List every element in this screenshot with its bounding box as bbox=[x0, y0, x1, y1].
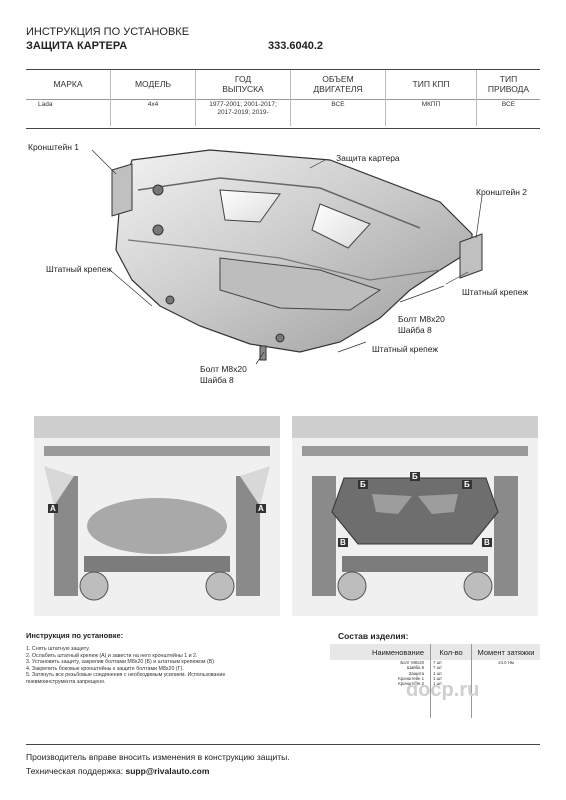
bracket-2-shape bbox=[459, 233, 483, 279]
marker-a-right: А bbox=[256, 504, 266, 513]
label-bolt-right-1: Болт М8х20 bbox=[398, 314, 445, 324]
marker-v-left: В bbox=[338, 538, 348, 547]
instruction-step: 4. Закрепить боковые кронштейны к защите… bbox=[26, 665, 184, 672]
footer-rule bbox=[26, 744, 540, 745]
watermark: doсp.ru bbox=[406, 679, 480, 701]
spec-cell-drive: ВСЕ bbox=[476, 100, 540, 126]
label-bolt-bottom-1: Болт М8х20 bbox=[200, 364, 247, 374]
comp-header-torque: Момент затяжки bbox=[471, 644, 540, 660]
comp-qty: 7 шт bbox=[433, 660, 442, 665]
label-bolt-right: Болт М8х20 Шайба 8 bbox=[398, 314, 445, 335]
label-bracket-1: Кронштейн 1 bbox=[28, 142, 79, 152]
photo-after-art bbox=[292, 416, 538, 616]
label-bolt-bottom-2: Шайба 8 bbox=[200, 374, 234, 385]
skid-plate-body bbox=[115, 149, 473, 353]
instructions-title: Инструкция по установке: bbox=[26, 631, 124, 640]
comp-names-cell: Болт М8х20 Шайба 8 Защита Кронштейн 1 Кр… bbox=[330, 660, 431, 718]
doc-title: ЗАЩИТА КАРТЕРА bbox=[26, 40, 128, 52]
composition-table: Наименование Кол-во Момент затяжки Болт … bbox=[330, 644, 540, 718]
instruction-step: 2. Ослабить штатный крепеж (А) и завести… bbox=[26, 652, 198, 659]
label-bracket-2: Кронштейн 2 bbox=[476, 187, 527, 197]
comp-name: Болт М8х20 bbox=[400, 660, 424, 665]
comp-name: Кронштейн 1 bbox=[398, 676, 424, 682]
comp-qty: 7 шт bbox=[433, 665, 442, 671]
marker-v-right: В bbox=[482, 538, 492, 547]
support-label: Техническая поддержка: bbox=[26, 766, 126, 776]
comp-torque: 24.0 Нм bbox=[498, 660, 514, 665]
label-std-fastener-bottom: Штатный крепеж bbox=[372, 344, 439, 354]
comp-qty: 1 шт bbox=[433, 676, 442, 682]
cutout-right bbox=[311, 203, 371, 249]
comp-torque-cell: 24.0 Нм bbox=[471, 660, 540, 718]
comp-header-qty: Кол-во bbox=[430, 644, 472, 660]
spec-cell-year-text: 1977-2001; 2001-2017;2017-2019; 2019- bbox=[209, 101, 277, 116]
photo-after-install: Б Б Б В В bbox=[292, 416, 538, 616]
bracket-1-shape bbox=[111, 163, 133, 217]
label-bolt-bottom: Болт М8х20 Шайба 8 bbox=[200, 364, 247, 385]
marker-b-center: Б bbox=[410, 472, 420, 481]
cutout-left bbox=[219, 189, 281, 223]
cutout-center bbox=[219, 257, 382, 311]
label-guard: Защита картера bbox=[336, 153, 400, 163]
footer-support: Техническая поддержка: supp@rivalauto.co… bbox=[26, 766, 209, 776]
label-std-fastener-right: Штатный крепеж bbox=[462, 287, 529, 297]
spec-cell-year: 1977-2001; 2001-2017;2017-2019; 2019- bbox=[195, 100, 291, 126]
instruction-step: 3. Установить защиту, закрепив болтами М… bbox=[26, 659, 215, 666]
comp-name: Шайба 8 bbox=[406, 665, 424, 671]
instruction-step: 5. Затянуть все резьбовые соединения с н… bbox=[26, 672, 226, 679]
footer-disclaimer: Производитель вправе вносить изменения в… bbox=[26, 752, 290, 762]
marker-b-left: Б bbox=[358, 480, 368, 489]
marker-a-left: А bbox=[48, 504, 58, 513]
label-bolt-right-2: Шайба 8 bbox=[398, 324, 432, 335]
instruction-step: 1. Снять штатную защиту. bbox=[26, 646, 90, 652]
spec-header-brand: МАРКА bbox=[53, 79, 83, 90]
comp-qty-cell: 7 шт 7 шт 1 шт 1 шт 1 шт bbox=[430, 660, 472, 718]
part-number: 333.6040.2 bbox=[268, 40, 324, 52]
comp-qty: 1 шт bbox=[433, 681, 442, 687]
photo-before-art bbox=[34, 416, 280, 616]
spec-cell-brand: Lada bbox=[38, 101, 53, 108]
comp-name: Кронштейн 2 bbox=[398, 681, 424, 687]
spec-cell-gearbox: МКПП bbox=[385, 100, 477, 126]
spec-table-frame bbox=[26, 69, 540, 129]
photo-before-install: А А bbox=[34, 416, 280, 616]
marker-b-right: Б bbox=[462, 480, 472, 489]
spec-cell-engine: ВСЕ bbox=[290, 100, 386, 126]
support-email[interactable]: supp@rivalauto.com bbox=[125, 766, 210, 776]
spec-header-model: МОДЕЛЬ bbox=[110, 70, 196, 100]
comp-name: Защита bbox=[408, 670, 424, 676]
composition-title: Состав изделия: bbox=[338, 631, 409, 641]
instruction-step: пневмоинструмента запрещено. bbox=[26, 679, 106, 686]
doc-subtitle: ИНСТРУКЦИЯ ПО УСТАНОВКЕ bbox=[26, 26, 190, 38]
comp-header-name: Наименование bbox=[330, 644, 431, 660]
instructions-list: 1. Снять штатную защиту. 2. Ослабить шта… bbox=[26, 646, 291, 686]
spec-header-gearbox: ТИП КПП bbox=[385, 70, 477, 100]
label-std-fastener-left: Штатный крепеж bbox=[46, 264, 113, 274]
comp-qty: 1 шт bbox=[433, 670, 442, 676]
skid-plate-drawing bbox=[91, 149, 483, 365]
spec-cell-model: 4x4 bbox=[110, 100, 196, 126]
